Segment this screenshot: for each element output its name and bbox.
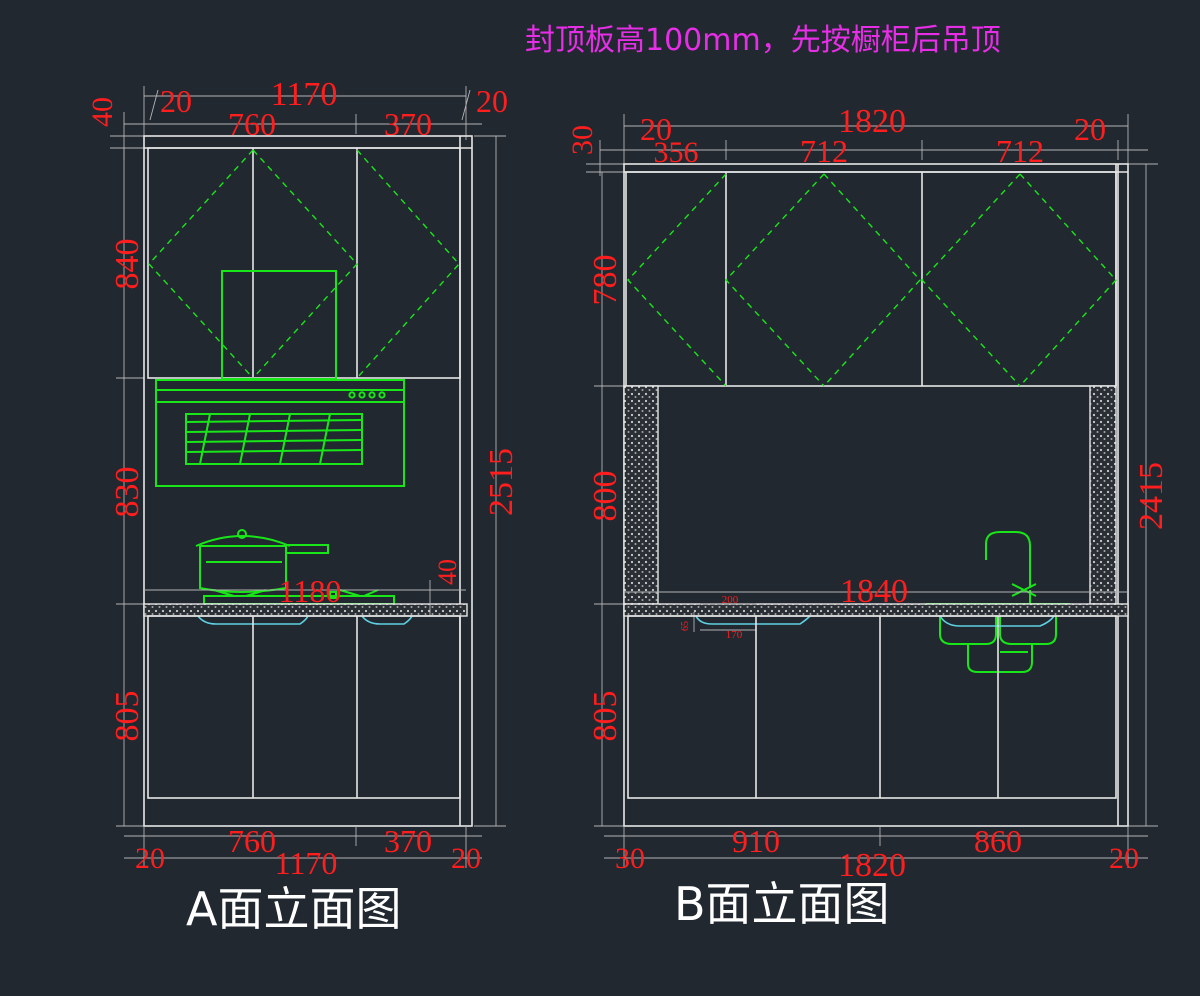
elevation-a: 1170 20 20 760 370 40 840 830 805 2515 <box>86 76 520 936</box>
b-countertop <box>623 591 1129 632</box>
b-dim-counter-width: 1840 <box>840 573 908 610</box>
b-upper-door-swing-marks <box>627 173 1117 387</box>
b-dim-seg2-top: 712 <box>800 133 848 169</box>
a-dim-lower-height: 805 <box>109 691 146 742</box>
b-dim-left-gap-top: 20 <box>640 111 672 147</box>
a-gas-hob <box>203 589 395 605</box>
b-dim-small-c: 65 <box>680 621 691 631</box>
b-dim-right-gap-bottom: 20 <box>1109 842 1139 875</box>
b-dim-middle-height: 800 <box>587 471 624 522</box>
a-dim-overall-bottom: 1170 <box>275 845 338 881</box>
a-dim-counter-width: 1180 <box>279 573 342 609</box>
ceiling-note: 封顶板高100mm，先按橱柜后吊顶 <box>525 23 1001 58</box>
b-dim-upper-height: 780 <box>587 255 624 306</box>
a-dim-total-height: 2515 <box>483 448 520 516</box>
a-top-dimensions <box>110 86 482 160</box>
a-elevation-title: A面立面图 <box>186 882 401 936</box>
b-dim-right-section-bottom: 860 <box>974 823 1022 859</box>
a-pot <box>195 529 329 593</box>
a-right-dimension <box>474 135 506 827</box>
a-upper-door-swing-marks <box>148 149 460 379</box>
b-lower-cabinets <box>627 615 1117 799</box>
b-dim-small-b: 170 <box>726 629 743 641</box>
b-right-side-panel <box>1089 385 1117 605</box>
b-dim-right-gap-top: 20 <box>1074 111 1106 147</box>
b-dim-overall-top: 1820 <box>838 103 906 140</box>
a-dim-right-gap-bottom: 20 <box>451 842 481 875</box>
a-bottom-dimensions <box>124 826 482 868</box>
b-left-dimensions <box>594 172 624 827</box>
elevation-b: 1820 20 20 356 712 712 30 780 800 805 24… <box>566 103 1170 931</box>
a-dim-right-gap-top: 20 <box>476 83 508 119</box>
b-cabinet-body <box>623 163 1129 827</box>
a-dim-left-gap-bottom: 20 <box>135 842 165 875</box>
b-dim-seg3-top: 712 <box>996 133 1044 169</box>
b-dim-total-height: 2415 <box>1133 462 1170 530</box>
a-countertop <box>143 580 468 625</box>
b-dim-lower-height: 805 <box>587 691 624 742</box>
b-elevation-title: B面立面图 <box>674 877 890 931</box>
a-dim-right-section-bottom: 370 <box>384 823 432 859</box>
b-top-dimensions <box>586 114 1148 176</box>
b-dim-top-board: 30 <box>566 125 599 155</box>
b-bottom-dimensions <box>604 826 1148 868</box>
b-dim-left-gap-bottom: 30 <box>615 842 645 875</box>
a-dim-top-board: 40 <box>86 97 119 127</box>
b-dim-small-a: 200 <box>722 594 739 606</box>
b-dim-overall-bottom: 1820 <box>838 847 906 884</box>
a-dim-counter-thickness: 40 <box>433 559 462 585</box>
b-right-dimension <box>1128 163 1158 827</box>
a-dim-middle-height: 830 <box>109 467 146 518</box>
b-faucet <box>985 531 1037 604</box>
b-left-side-panel <box>623 385 659 605</box>
a-lower-cabinets <box>147 615 461 799</box>
b-dim-left-section-bottom: 910 <box>732 823 780 859</box>
a-left-dimensions <box>116 148 144 827</box>
a-cabinet-body <box>143 135 473 827</box>
a-dim-upper-height: 840 <box>109 239 146 290</box>
a-dim-left-gap-top: 20 <box>160 83 192 119</box>
a-dim-left-section-bottom: 760 <box>228 823 276 859</box>
a-dim-overall-top: 1170 <box>271 76 338 113</box>
a-range-hood <box>155 379 405 487</box>
